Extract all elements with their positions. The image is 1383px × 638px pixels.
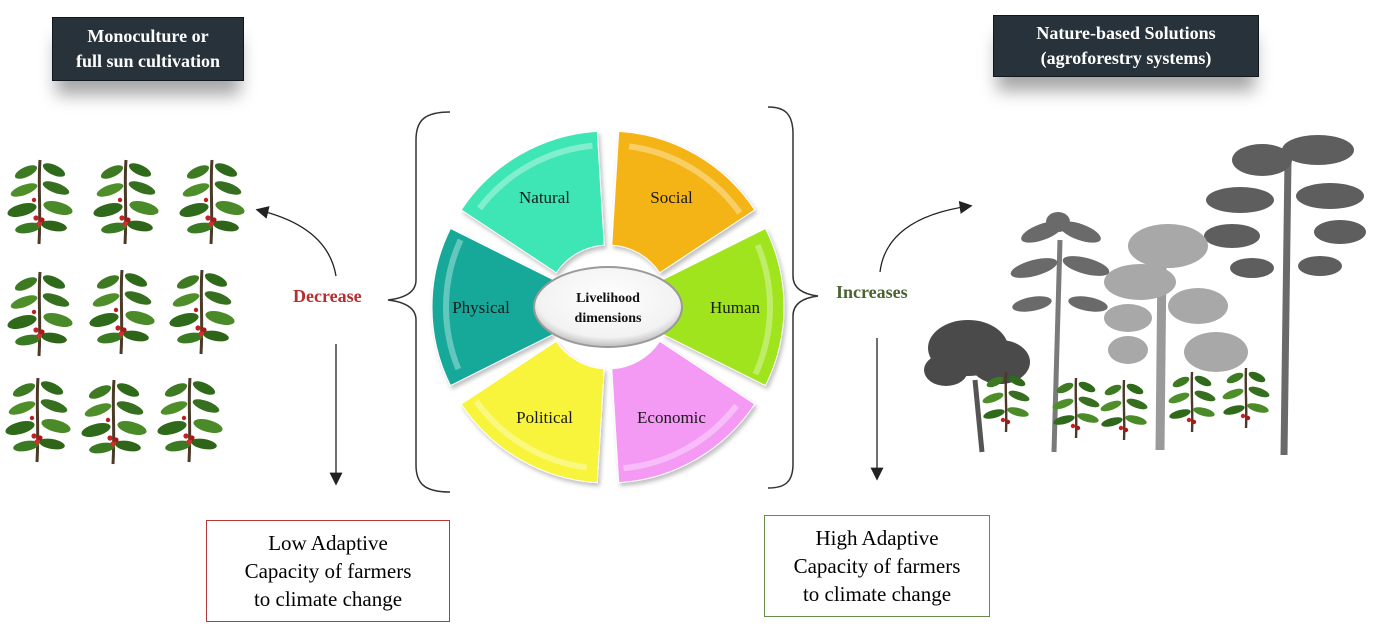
segment-label-political: Political xyxy=(516,408,573,427)
high-outcome-line1: High Adaptive xyxy=(815,526,939,550)
segment-label-economic: Economic xyxy=(637,408,706,427)
coffee-plant-icon xyxy=(2,158,248,466)
segment-economic xyxy=(611,340,756,484)
segment-label-natural: Natural xyxy=(519,188,570,207)
segment-arrow-human xyxy=(752,243,773,376)
low-outcome-line2: Capacity of farmers xyxy=(244,559,412,583)
center-hub xyxy=(533,266,683,348)
nature-based-title: Nature-based Solutions (agroforestry sys… xyxy=(993,15,1259,77)
segment-political xyxy=(460,340,605,484)
segment-arrow-social xyxy=(628,143,743,215)
segment-label-physical: Physical xyxy=(452,298,510,317)
segment-social xyxy=(611,130,756,274)
center-label-line2: dimensions xyxy=(575,311,642,326)
high-adaptive-capacity-box: High Adaptive Capacity of farmers to cli… xyxy=(764,515,990,617)
monoculture-title: Monoculture or full sun cultivation xyxy=(52,17,244,81)
high-outcome-line3: to climate change xyxy=(802,582,952,606)
left-brace xyxy=(387,111,451,493)
segment-label-human: Human xyxy=(710,298,761,317)
segment-arrow-political xyxy=(473,399,588,471)
center-label-line1: Livelihood xyxy=(576,291,640,306)
low-adaptive-capacity-box: Low Adaptive Capacity of farmers to clim… xyxy=(206,520,450,622)
segment-label-social: Social xyxy=(650,188,693,207)
right-brace xyxy=(767,106,819,489)
decrease-label: Decrease xyxy=(293,286,362,306)
increase-up-arrow xyxy=(879,200,973,273)
segment-arrow-natural xyxy=(477,142,593,211)
decrease-up-arrow xyxy=(255,206,337,277)
nature-based-title-line2: (agroforestry systems) xyxy=(1040,48,1212,68)
segment-arrow-physical xyxy=(443,238,464,371)
increases-label: Increases xyxy=(836,282,908,302)
low-outcome-line1: Low Adaptive xyxy=(268,531,388,555)
low-outcome-line3: to climate change xyxy=(253,587,403,611)
monoculture-title-line1: Monoculture or xyxy=(87,26,209,46)
nature-based-title-line1: Nature-based Solutions xyxy=(1036,23,1216,43)
segment-arrow-economic xyxy=(623,403,739,472)
agroforest-trees-icon xyxy=(924,135,1366,456)
high-outcome-line2: Capacity of farmers xyxy=(793,554,961,578)
segment-natural xyxy=(460,130,605,274)
monoculture-title-line2: full sun cultivation xyxy=(75,51,221,71)
